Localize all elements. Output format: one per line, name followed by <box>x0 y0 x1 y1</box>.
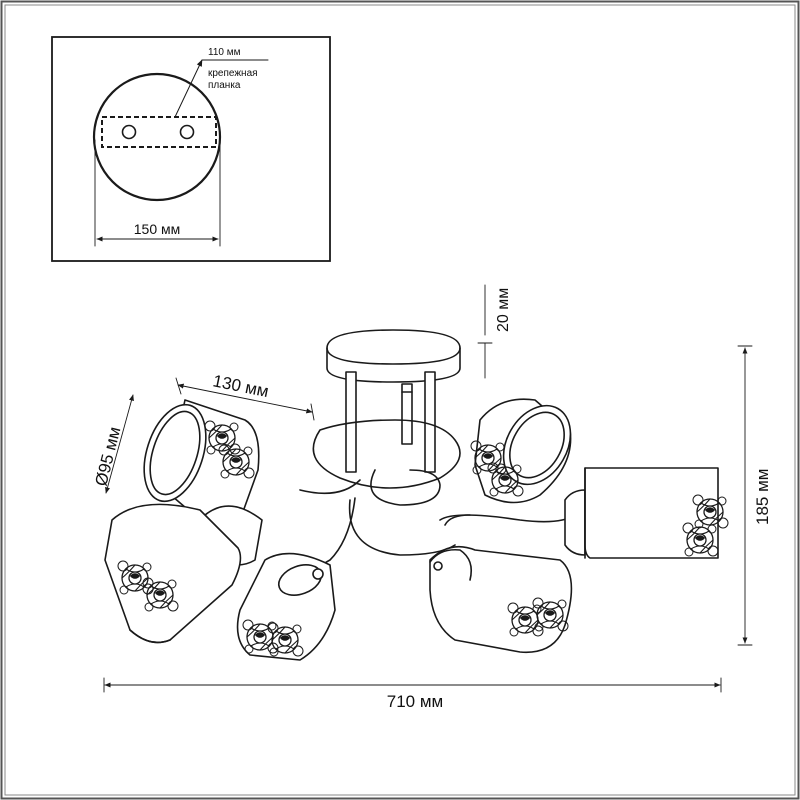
arm-loop-mid <box>370 469 441 506</box>
screw-hole-left <box>121 124 137 140</box>
shade-front-left <box>236 552 336 661</box>
screw-hole-right <box>179 124 195 140</box>
shade-far-right <box>564 467 729 559</box>
shade-length-label: 130 мм <box>211 371 270 401</box>
rod-middle <box>401 383 413 445</box>
base-diameter-label: 150 мм <box>134 221 181 237</box>
arm-loop-upper <box>312 419 461 489</box>
shade-diameter-label: Ø95 мм <box>91 425 124 488</box>
arm-loop-right <box>444 514 471 526</box>
shade-length-ext-left <box>175 377 182 395</box>
shade-front-right <box>429 545 573 654</box>
shade-length-ext-right <box>310 403 315 421</box>
bracket-label-1: крепежная <box>208 68 258 79</box>
inset-frame <box>51 36 331 262</box>
ceiling-lamp-drawing <box>104 329 729 661</box>
canopy-rim <box>326 347 461 365</box>
mounting-inset: 110 мм крепежная планка 150 мм <box>51 36 331 262</box>
rod-right <box>424 371 436 473</box>
shade-diameter-dim <box>105 394 134 494</box>
bracket-label-2: планка <box>208 80 241 91</box>
bracket-leader <box>174 59 203 118</box>
total-height-label: 185 мм <box>753 469 772 525</box>
arm-to-right-shade <box>439 514 576 523</box>
inner-frame <box>4 4 796 796</box>
base-circle <box>92 72 222 202</box>
bracket-size-label: 110 мм <box>208 47 241 58</box>
shade-far-left <box>104 503 242 644</box>
rod-height-label: 20 мм <box>495 288 512 332</box>
arm-to-front-right <box>348 499 456 556</box>
mounting-plate-icon <box>101 116 217 148</box>
arm-to-left-shade <box>299 479 361 495</box>
shade-top-right <box>470 398 572 504</box>
total-width-label: 710 мм <box>387 692 443 711</box>
shade-length-dim <box>177 383 313 414</box>
